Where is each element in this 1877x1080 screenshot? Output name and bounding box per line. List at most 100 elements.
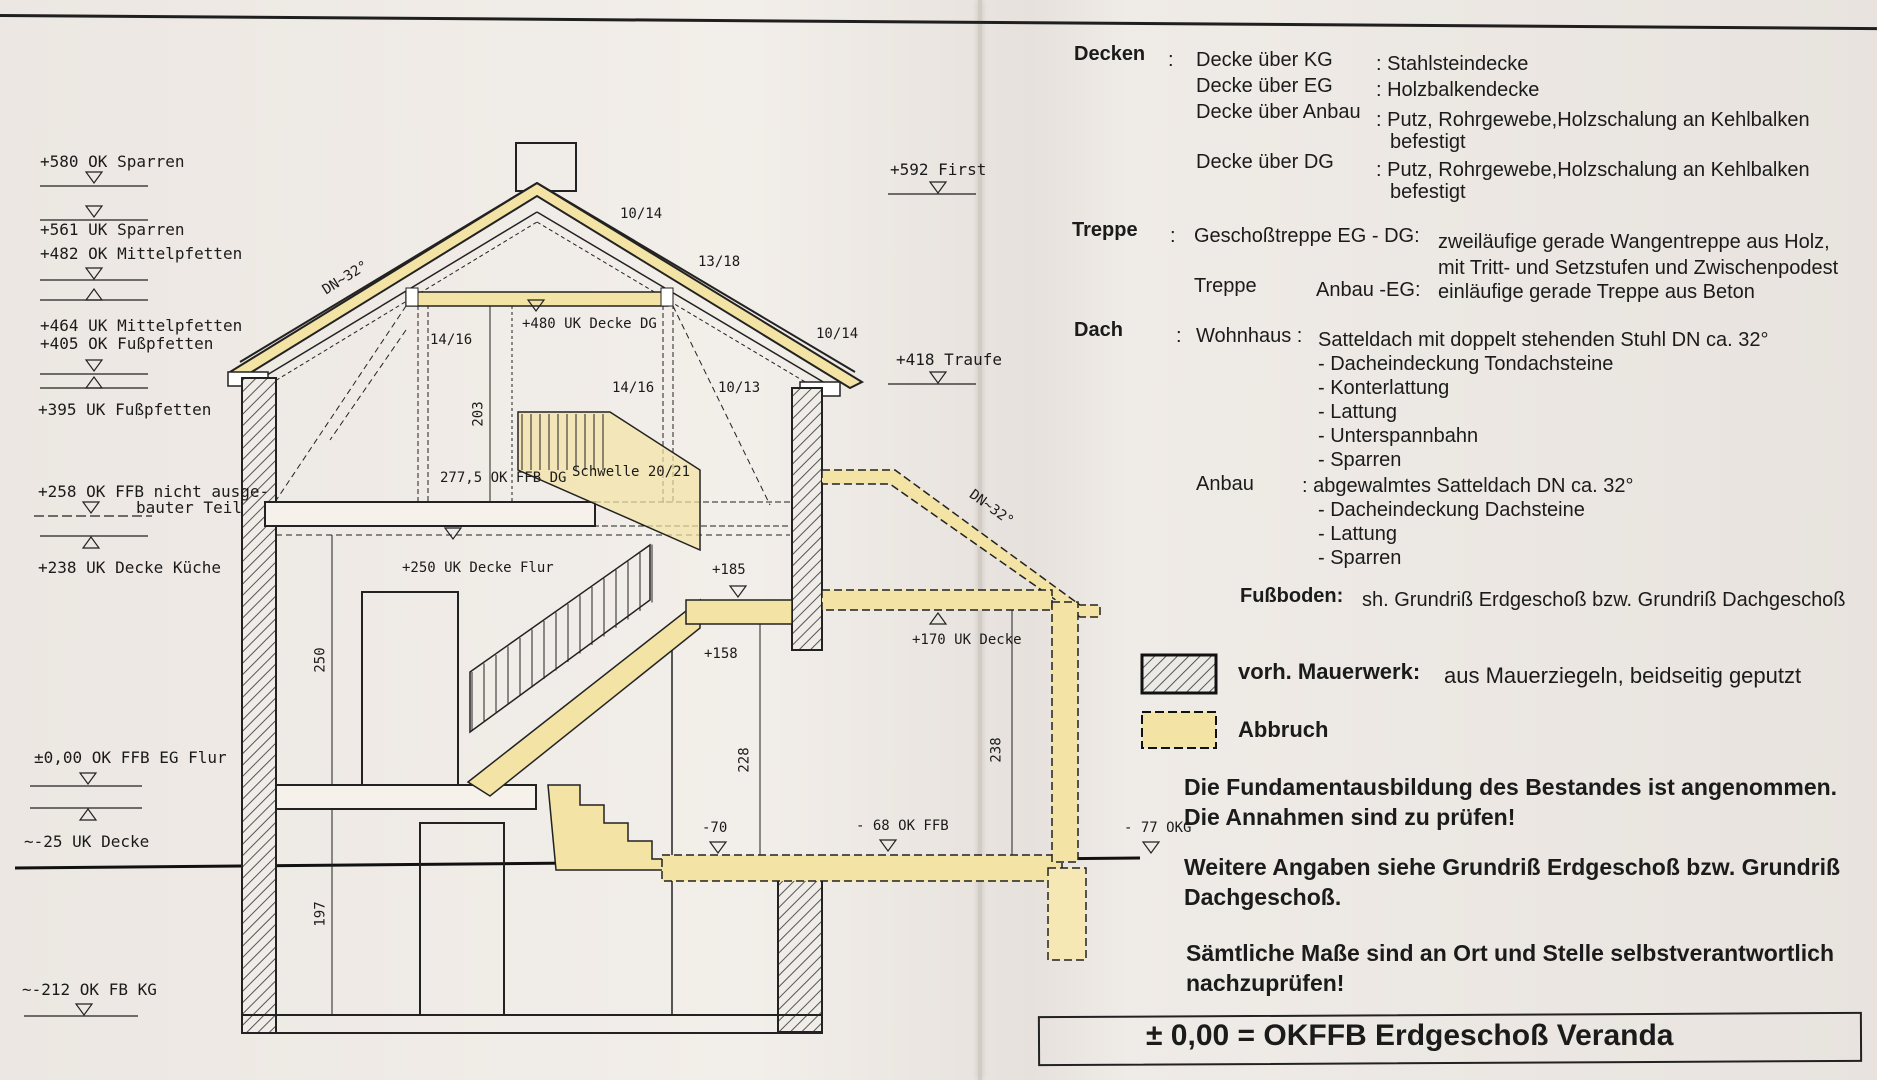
ok-ffb-68-label: - 68 OK FFB — [856, 818, 949, 834]
post-label-3: 10/13 — [718, 380, 761, 396]
anbau-line-0: : abgewalmtes Satteldach DN ca. 32° — [1302, 475, 1634, 497]
anbau-post — [1051, 601, 1079, 863]
level-m25: ~-25 UK Decke — [24, 832, 150, 851]
treppe-1-val: zweiläufige gerade Wangentreppe aus Holz… — [1438, 231, 1830, 253]
rafter-label-1: 10/14 — [620, 206, 663, 222]
level-592: +592 First — [890, 160, 987, 179]
colon-dach: : — [1176, 325, 1182, 347]
wohnhaus-line-2: - Konterlattung — [1318, 377, 1450, 399]
level-418: +418 Traufe — [896, 350, 1002, 369]
rafter-label-2: 13/18 — [698, 254, 741, 270]
decke-dg-val: : Putz, Rohrgewebe,Holzschalung an Kehlb… — [1376, 159, 1810, 181]
fussboden-key: Fußboden: — [1240, 585, 1344, 607]
anbau-line-3: - Sparren — [1318, 547, 1402, 569]
post-label-2: 14/16 — [612, 380, 655, 396]
demolition-legend: Abbruch — [1238, 717, 1329, 742]
wall-right-basement — [777, 861, 823, 1033]
decke-anbau-val2: befestigt — [1390, 131, 1466, 153]
anbau-line-2: - Lattung — [1318, 523, 1397, 545]
level-561: +561 UK Sparren — [40, 220, 185, 239]
wohnhaus-line-5: - Sparren — [1318, 449, 1402, 471]
note-line-4: Dachgeschoß. — [1184, 884, 1342, 910]
door-eg — [361, 591, 459, 786]
dg-floor — [264, 501, 596, 527]
veranda-floor — [661, 854, 1063, 882]
anbau-ceiling — [821, 589, 1053, 611]
door-kg — [419, 822, 505, 1016]
dim-238: 238 — [988, 737, 1005, 763]
uk-decke-flur-label: +250 UK Decke Flur — [402, 560, 554, 576]
treppe-title: Treppe — [1072, 219, 1138, 241]
okg-77-label: - 77 OKG — [1124, 820, 1192, 836]
level-258: +258 OK FFB nicht ausge- — [38, 482, 270, 501]
wohnhaus-line-0: Satteldach mit doppelt stehenden Stuhl D… — [1318, 329, 1769, 351]
dimension-lines — [331, 306, 1013, 1015]
dach-title: Dach — [1074, 319, 1123, 341]
note-line-1: Die Fundamentausbildung des Bestandes is… — [1184, 774, 1838, 800]
treppe-2-key: Treppe — [1194, 275, 1257, 297]
decke-eg-val: : Holzbalkendecke — [1376, 79, 1540, 101]
uk-decke-170-label: +170 UK Decke — [912, 632, 1022, 648]
decke-dg-val2: befestigt — [1390, 181, 1466, 203]
masonry-legend-val: aus Mauerziegeln, beidseitig geputzt — [1444, 663, 1802, 688]
decke-anbau-key: Decke über Anbau — [1196, 101, 1361, 123]
decke-kg-val: : Stahlsteindecke — [1376, 53, 1529, 75]
level-258-cont: bauter Teil — [136, 498, 242, 517]
schwelle-label: Schwelle 20/21 — [572, 464, 691, 480]
dim-228: 228 — [736, 747, 753, 773]
treppe-1-val2: mit Tritt- und Setzstufen und Zwischenpo… — [1438, 257, 1839, 279]
treppe-2-mid: Anbau -EG: — [1316, 279, 1421, 301]
chimney — [515, 142, 577, 192]
treppe-1-key: Geschoßtreppe EG - DG: — [1194, 225, 1420, 247]
decke-anbau-val: : Putz, Rohrgewebe,Holzschalung an Kehlb… — [1376, 109, 1810, 131]
level-405: +405 OK Fußpfetten — [40, 334, 214, 353]
anbau-roof — [821, 469, 1101, 618]
note-line-3: Weitere Angaben siehe Grundriß Erdgescho… — [1184, 854, 1841, 880]
level-395: +395 UK Fußpfetten — [38, 400, 212, 419]
wohnhaus-line-4: - Unterspannbahn — [1318, 425, 1479, 447]
level-marks-right — [443, 181, 1161, 855]
upper-ceiling — [405, 291, 669, 307]
level-580: +580 OK Sparren — [40, 152, 185, 171]
colon-decken: : — [1168, 49, 1174, 71]
uk-decke-dg-label: +480 UK Decke DG — [522, 316, 657, 332]
decke-kg-key: Decke über KG — [1196, 49, 1333, 71]
dim-250: 250 — [312, 647, 329, 673]
anbau-key: Anbau — [1196, 473, 1254, 495]
level-marks-left — [24, 171, 152, 1017]
level-482: +482 OK Mittelpfetten — [40, 244, 243, 263]
treppe-2-val: einläufige gerade Treppe aus Beton — [1438, 281, 1755, 303]
ok-ffb-dg-label: 277,5 OK FFB DG — [440, 470, 567, 486]
fussboden-val: sh. Grundriß Erdgeschoß bzw. Grundriß Da… — [1362, 589, 1846, 611]
masonry-legend-key: vorh. Mauerwerk: — [1238, 659, 1421, 684]
dim-197: 197 — [312, 901, 329, 927]
level-000: ±0,00 OK FFB EG Flur — [34, 748, 227, 767]
wall-right-upper — [791, 387, 823, 651]
note-line-2: Die Annahmen sind zu prüfen! — [1184, 804, 1516, 830]
note-line-6: nachzuprüfen! — [1186, 970, 1345, 996]
level-238: +238 UK Decke Küche — [38, 558, 222, 577]
decke-dg-key: Decke über DG — [1196, 151, 1334, 173]
wohnhaus-line-3: - Lattung — [1318, 401, 1397, 423]
dim-203: 203 — [470, 401, 487, 427]
wall-left — [241, 377, 277, 1034]
dim-m70: -70 — [702, 820, 728, 836]
note-line-5: Sämtliche Maße sind an Ort und Stelle se… — [1186, 940, 1834, 966]
wohnhaus-line-1: - Dacheindeckung Tondachsteine — [1318, 353, 1614, 375]
dim-158: +158 — [704, 646, 738, 662]
wohnhaus-key: Wohnhaus : — [1196, 325, 1303, 347]
decke-eg-key: Decke über EG — [1196, 75, 1333, 97]
level-464: +464 UK Mittelpfetten — [40, 316, 243, 335]
post-label-1: 14/16 — [430, 332, 473, 348]
anbau-foundation — [1047, 867, 1087, 961]
level-m212: ~-212 OK FB KG — [22, 980, 157, 999]
anbau-line-1: - Dacheindeckung Dachsteine — [1318, 499, 1585, 521]
dim-185: +185 — [712, 562, 746, 578]
decken-title: Decken — [1074, 43, 1146, 65]
staircase-eg-dg — [466, 411, 793, 797]
rafter-label-3: 10/14 — [816, 326, 859, 342]
stair-basement-steps — [547, 784, 677, 871]
colon-treppe: : — [1170, 225, 1176, 247]
